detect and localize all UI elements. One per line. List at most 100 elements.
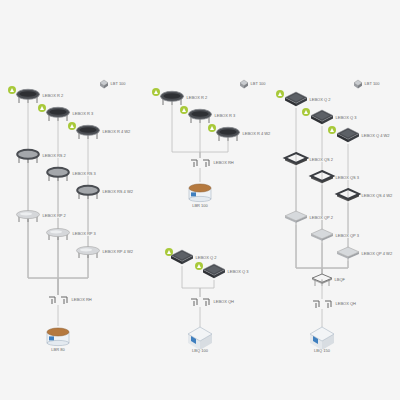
part-shape	[189, 196, 211, 201]
part-node: LEBOX QS 3	[311, 171, 333, 185]
part-shape	[61, 297, 67, 304]
part-label: LEBOX R 2	[42, 94, 64, 98]
part-illustration	[171, 250, 193, 266]
part-node: LEBOX R 2	[16, 89, 40, 103]
part-shape	[17, 150, 39, 159]
part-node: LEBOX RS 3	[46, 167, 70, 181]
part-node: LEBOX QP 4 W2	[337, 247, 359, 261]
part-node: LBR 100	[188, 182, 212, 202]
part-label: LEBOX Q 3	[335, 116, 357, 120]
assembly-line	[200, 307, 201, 327]
part-illustration	[160, 91, 184, 105]
part-label: LEBOX RP 2	[42, 214, 66, 218]
part-shape	[337, 128, 359, 139]
part-label: LBQ 100	[192, 349, 209, 353]
part-shape	[20, 212, 32, 215]
part-label: LBQ 150	[314, 349, 331, 353]
part-shape	[47, 168, 69, 177]
part-shape	[337, 247, 359, 257]
part-illustration	[46, 107, 70, 121]
assembly-line	[182, 266, 200, 297]
part-label: LEBOX QP 4 W2	[361, 252, 393, 256]
part-illustration	[311, 110, 333, 126]
part-node: LEBOX R 3	[46, 107, 70, 121]
part-node: LEBOX R 3	[188, 109, 212, 123]
part-illustration	[76, 125, 100, 139]
part-shape	[19, 91, 36, 97]
part-shape	[313, 301, 319, 308]
part-shape	[100, 80, 108, 86]
part-shape	[191, 160, 197, 167]
part-illustration	[285, 92, 307, 108]
part-shape	[47, 107, 70, 117]
part-shape	[47, 340, 69, 345]
part-shape	[354, 80, 362, 86]
part-shape	[174, 252, 189, 260]
part-node: LBT 100	[354, 80, 362, 88]
part-label: LBQF	[334, 278, 345, 282]
part-illustration	[188, 182, 212, 202]
part-label: LEBOX RP 4 W2	[102, 250, 133, 254]
part-illustration	[337, 189, 359, 203]
part-illustration	[311, 171, 333, 185]
part-illustration	[311, 299, 333, 309]
part-label: LEBOX QH	[335, 302, 356, 306]
part-label: LEBOX R 4 W2	[242, 132, 271, 136]
part-illustration	[100, 80, 108, 88]
part-illustration	[189, 297, 211, 307]
assembly-line	[322, 309, 323, 327]
part-shape	[240, 80, 248, 86]
part-shape	[77, 186, 99, 195]
part-shape	[47, 228, 70, 236]
part-shape	[191, 111, 208, 117]
part-label: LEBOX R 2	[186, 96, 208, 100]
part-node: LEBOX QS 2	[285, 153, 307, 167]
part-node: LEBOX RH	[47, 295, 69, 305]
part-shape	[49, 297, 55, 304]
part-label: LEBOX QS 3	[335, 176, 360, 180]
part-illustration	[76, 185, 100, 199]
part-shape	[161, 91, 184, 101]
part-label: LBT 100	[250, 82, 266, 86]
part-shape	[17, 210, 40, 218]
part-illustration	[337, 128, 359, 144]
part-shape	[191, 192, 196, 196]
part-shape	[329, 279, 330, 286]
part-shape	[206, 266, 221, 274]
part-node: LEBOX Q 2	[171, 250, 193, 266]
part-illustration	[354, 80, 362, 88]
part-node: LBQ 150	[310, 327, 334, 347]
part-node: LEBOX RS 2	[16, 149, 40, 163]
part-node: LEBOX QH	[311, 299, 333, 309]
part-label: LEBOX RP 3	[72, 232, 96, 236]
part-node: LEBOX RH	[189, 158, 211, 168]
part-illustration	[46, 167, 70, 181]
part-node: LEBOX Q 4 W2	[337, 128, 359, 144]
assembly-line	[296, 108, 322, 274]
part-shape	[217, 127, 240, 137]
part-shape	[325, 301, 331, 308]
part-illustration	[285, 153, 307, 167]
part-node: LBQ 100	[188, 327, 212, 347]
part-illustration	[16, 89, 40, 103]
part-label: LEBOX QH	[213, 300, 234, 304]
part-node: LEBOX RS 4 W2	[76, 185, 100, 199]
part-label: LEBOX Q 2	[309, 98, 331, 102]
part-label: LEBOX RH	[71, 298, 92, 302]
assembly-line	[58, 305, 59, 326]
part-shape	[47, 328, 69, 336]
part-label: LBR 100	[192, 204, 209, 208]
part-node: LEBOX QS 4 W2	[337, 189, 359, 203]
part-label: LEBOX RS 3	[72, 172, 96, 176]
part-node: LEBOX QP 3	[311, 229, 333, 243]
part-illustration	[16, 210, 40, 222]
part-shape	[80, 248, 92, 251]
part-label: LEBOX QP 3	[335, 234, 360, 238]
part-label: LBT 100	[364, 82, 380, 86]
part-shape	[189, 109, 212, 119]
part-shape	[311, 171, 333, 181]
part-label: LEBOX RS 4 W2	[102, 190, 133, 194]
part-shape	[315, 279, 316, 286]
assembly-line	[58, 121, 59, 295]
part-node: LEBOX RP 2	[16, 210, 40, 222]
